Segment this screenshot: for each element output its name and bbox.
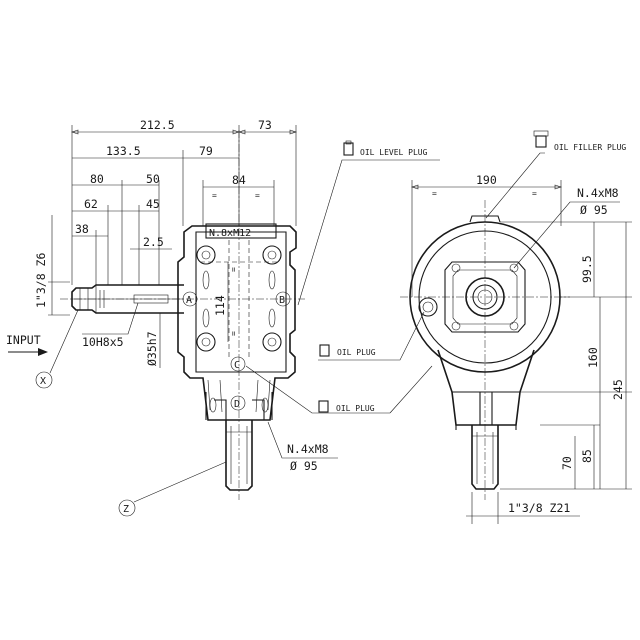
marker-d: D <box>234 399 240 410</box>
output-spline-label: 1"3/8 Z21 <box>508 501 570 515</box>
input-label: INPUT <box>6 333 41 347</box>
left-ribs <box>207 379 271 413</box>
dim-190: 190 <box>476 173 497 187</box>
input-spline-label: 1"3/8 Z6 <box>34 253 48 308</box>
dim-114: 114 <box>213 295 227 316</box>
dim-85: 85 <box>580 449 594 463</box>
right-lower-housing <box>437 349 535 426</box>
shaft-dia-label: Ø35h7 <box>145 331 159 366</box>
svg-text:=: = <box>229 267 238 272</box>
svg-text:=: = <box>532 189 537 198</box>
oil-plug-1-label: OIL PLUG <box>337 348 376 357</box>
dim-160: 160 <box>586 347 600 368</box>
left-inner-flange <box>195 231 287 373</box>
right-dimensions: 190 = = N.4xM8 Ø 95 99.5 160 245 85 70 1… <box>411 173 632 524</box>
dim-70: 70 <box>560 456 574 470</box>
dim-80: 80 <box>90 172 104 186</box>
dim-99-5: 99.5 <box>580 255 594 283</box>
marker-a: A <box>186 295 192 306</box>
oil-level-plug-label: OIL LEVEL PLUG <box>360 148 428 157</box>
left-hidden-lines <box>200 240 278 360</box>
dim-50: 50 <box>146 172 160 186</box>
oil-filler-plug-label: OIL FILLER PLUG <box>554 143 626 152</box>
right-view <box>400 200 570 500</box>
holes-bottom-dia: Ø 95 <box>290 459 318 473</box>
marker-x: X <box>40 376 46 387</box>
left-labels: N.8xM12 INPUT X 10H8x5 Ø35h7 A B C D N.4… <box>6 228 338 517</box>
svg-text:=: = <box>255 191 260 200</box>
svg-text:=: = <box>229 331 238 336</box>
oil-plug-2-label: OIL PLUG <box>336 404 375 413</box>
dim-84: 84 <box>232 173 246 187</box>
left-bolt-holes <box>196 245 282 413</box>
dim-245: 245 <box>611 379 625 400</box>
oil-plug-callouts: OIL LEVEL PLUG OIL FILLER PLUG OIL PLUG … <box>245 130 626 414</box>
svg-text:=: = <box>212 191 217 200</box>
left-view <box>60 130 305 500</box>
dim-62: 62 <box>84 197 98 211</box>
marker-b: B <box>279 295 285 306</box>
dim-133-5: 133.5 <box>106 144 141 158</box>
right-output-shaft <box>471 425 499 490</box>
left-top-boss <box>205 223 277 239</box>
dim-38: 38 <box>75 222 89 236</box>
holes-right-count: N.4xM8 <box>577 186 619 200</box>
left-dimensions: 212.5 73 133.5 79 80 50 84 = = 62 45 38 … <box>34 118 297 342</box>
marker-c: C <box>234 360 240 371</box>
dim-45: 45 <box>146 197 160 211</box>
dim-79: 79 <box>199 144 213 158</box>
dim-212-5: 212.5 <box>140 118 175 132</box>
right-square-plate <box>444 261 526 333</box>
marker-z-circle <box>118 499 136 517</box>
svg-text:=: = <box>432 189 437 198</box>
holes-bottom-count: N.4xM8 <box>287 442 329 456</box>
keyway-label: 10H8x5 <box>82 335 124 349</box>
dim-2-5: 2.5 <box>143 235 164 249</box>
left-housing-outline <box>177 225 297 421</box>
holes-top-label: N.8xM12 <box>209 228 251 239</box>
dim-73: 73 <box>258 118 272 132</box>
holes-right-dia: Ø 95 <box>580 203 608 217</box>
left-lower-neck <box>205 392 273 420</box>
marker-x-circle <box>35 371 53 389</box>
marker-z: Z <box>123 504 129 515</box>
